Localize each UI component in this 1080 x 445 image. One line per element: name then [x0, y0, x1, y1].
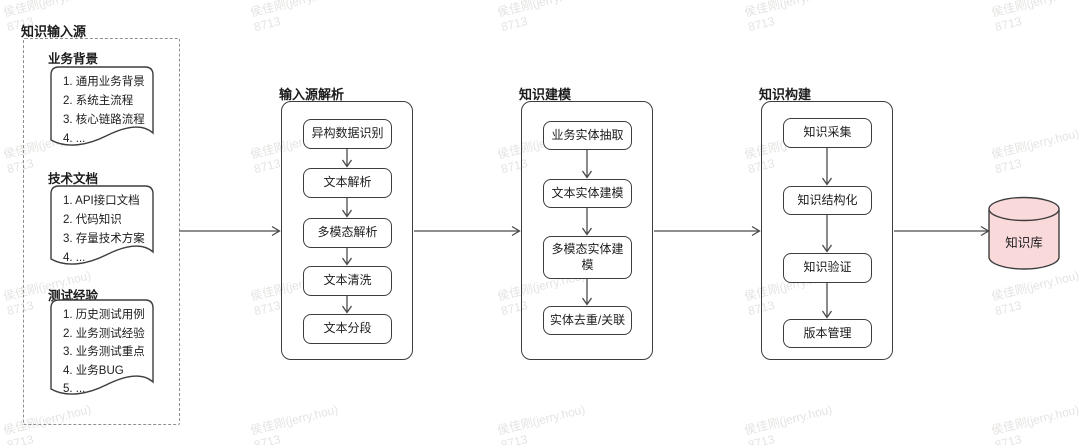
knowledge-base-label: 知识库 [1005, 236, 1043, 250]
stage-container-modeling: 业务实体抽取 文本实体建模 多模态实体建模 实体去重/关联 [521, 101, 653, 360]
step-box: 文本清洗 [303, 266, 392, 296]
arrow-right-icon [414, 225, 521, 237]
arrow-down-icon [581, 208, 593, 236]
database-cylinder-icon [988, 196, 1060, 270]
watermark-text: 侯佳刚(jerry.hou)8713 [990, 126, 1080, 176]
source-group-label: 知识输入源 [21, 24, 87, 39]
list-item: 4. ... [63, 252, 86, 264]
arrow-down-icon [821, 215, 833, 253]
stage-label-construction: 知识构建 [759, 87, 812, 102]
list-item: 3. 存量技术方案 [63, 233, 145, 245]
step-box: 版本管理 [783, 319, 872, 348]
document-icon [50, 299, 154, 395]
step-box: 知识验证 [783, 253, 872, 283]
arrow-down-icon [341, 296, 353, 314]
document-icon [50, 185, 154, 265]
list-item: 3. 业务测试重点 [63, 346, 145, 358]
doc-list: 1. 通用业务背景 2. 系统主流程 3. 核心链路流程 4. ... [63, 73, 145, 149]
step-box: 文本实体建模 [543, 179, 632, 208]
watermark-text: 侯佳刚(jerry.hou)8713 [990, 0, 1080, 34]
watermark-text: 侯佳刚(jerry.hou)8713 [249, 0, 340, 34]
step-box: 文本解析 [303, 168, 392, 198]
stage-container-construction: 知识采集 知识结构化 知识验证 版本管理 [761, 101, 893, 360]
list-item: 2. 业务测试经验 [63, 327, 145, 340]
doc-list: 1. API接口文档 2. 代码知识 3. 存量技术方案 4. ... [63, 192, 145, 268]
arrow-down-icon [821, 283, 833, 319]
step-box: 异构数据识别 [303, 119, 392, 149]
doc-title-techdoc: 技术文档 [48, 172, 99, 186]
watermark-text: 侯佳刚(jerry.hou)8713 [249, 402, 340, 445]
arrow-down-icon [341, 198, 353, 218]
arrow-down-icon [341, 248, 353, 266]
stage-label-modeling: 知识建模 [519, 87, 572, 102]
doc-list: 1. 历史测试用例 2. 业务测试经验 3. 业务测试重点 4. 业务BUG 5… [63, 306, 145, 399]
list-item: 1. 通用业务背景 [63, 76, 145, 88]
list-item: 3. 核心链路流程 [63, 114, 145, 126]
list-item: 4. 业务BUG [63, 364, 124, 377]
list-item: 4. ... [63, 133, 86, 145]
step-box: 多模态解析 [303, 218, 392, 248]
step-box: 多模态实体建模 [543, 236, 632, 279]
arrow-down-icon [341, 149, 353, 168]
doc-title-business: 业务背景 [48, 52, 99, 66]
watermark-text: 侯佳刚(jerry.hou)8713 [496, 0, 587, 34]
watermark-text: 侯佳刚(jerry.hou)8713 [990, 402, 1080, 445]
document-shape-techdoc: 1. API接口文档 2. 代码知识 3. 存量技术方案 4. ... [50, 185, 154, 269]
list-item: 2. 代码知识 [63, 214, 122, 226]
list-item: 5. ... [63, 383, 86, 395]
step-box: 知识结构化 [783, 186, 872, 215]
document-shape-business: 1. 通用业务背景 2. 系统主流程 3. 核心链路流程 4. ... [50, 66, 154, 150]
watermark-text: 侯佳刚(jerry.hou)8713 [743, 0, 834, 34]
watermark-text: 侯佳刚(jerry.hou)8713 [990, 268, 1080, 318]
document-icon [50, 66, 154, 146]
watermark-text: 侯佳刚(jerry.hou)8713 [743, 402, 834, 445]
arrow-down-icon [821, 148, 833, 186]
step-box: 业务实体抽取 [543, 121, 632, 150]
stage-label-parsing: 输入源解析 [279, 87, 345, 102]
arrow-down-icon [581, 279, 593, 306]
list-item: 1. 历史测试用例 [63, 309, 145, 321]
list-item: 2. 系统主流程 [63, 95, 134, 107]
arrow-down-icon [581, 150, 593, 179]
step-box: 知识采集 [783, 118, 872, 148]
arrow-right-icon [654, 225, 761, 237]
arrow-right-icon [179, 225, 281, 237]
arrow-right-icon [894, 225, 990, 237]
watermark-text: 侯佳刚(jerry.hou)8713 [496, 402, 587, 445]
stage-container-parsing: 异构数据识别 文本解析 多模态解析 文本清洗 文本分段 [281, 101, 413, 360]
document-shape-testing: 1. 历史测试用例 2. 业务测试经验 3. 业务测试重点 4. 业务BUG 5… [50, 299, 154, 399]
step-box: 实体去重/关联 [543, 306, 632, 335]
list-item: 1. API接口文档 [63, 195, 140, 207]
step-box: 文本分段 [303, 314, 392, 344]
